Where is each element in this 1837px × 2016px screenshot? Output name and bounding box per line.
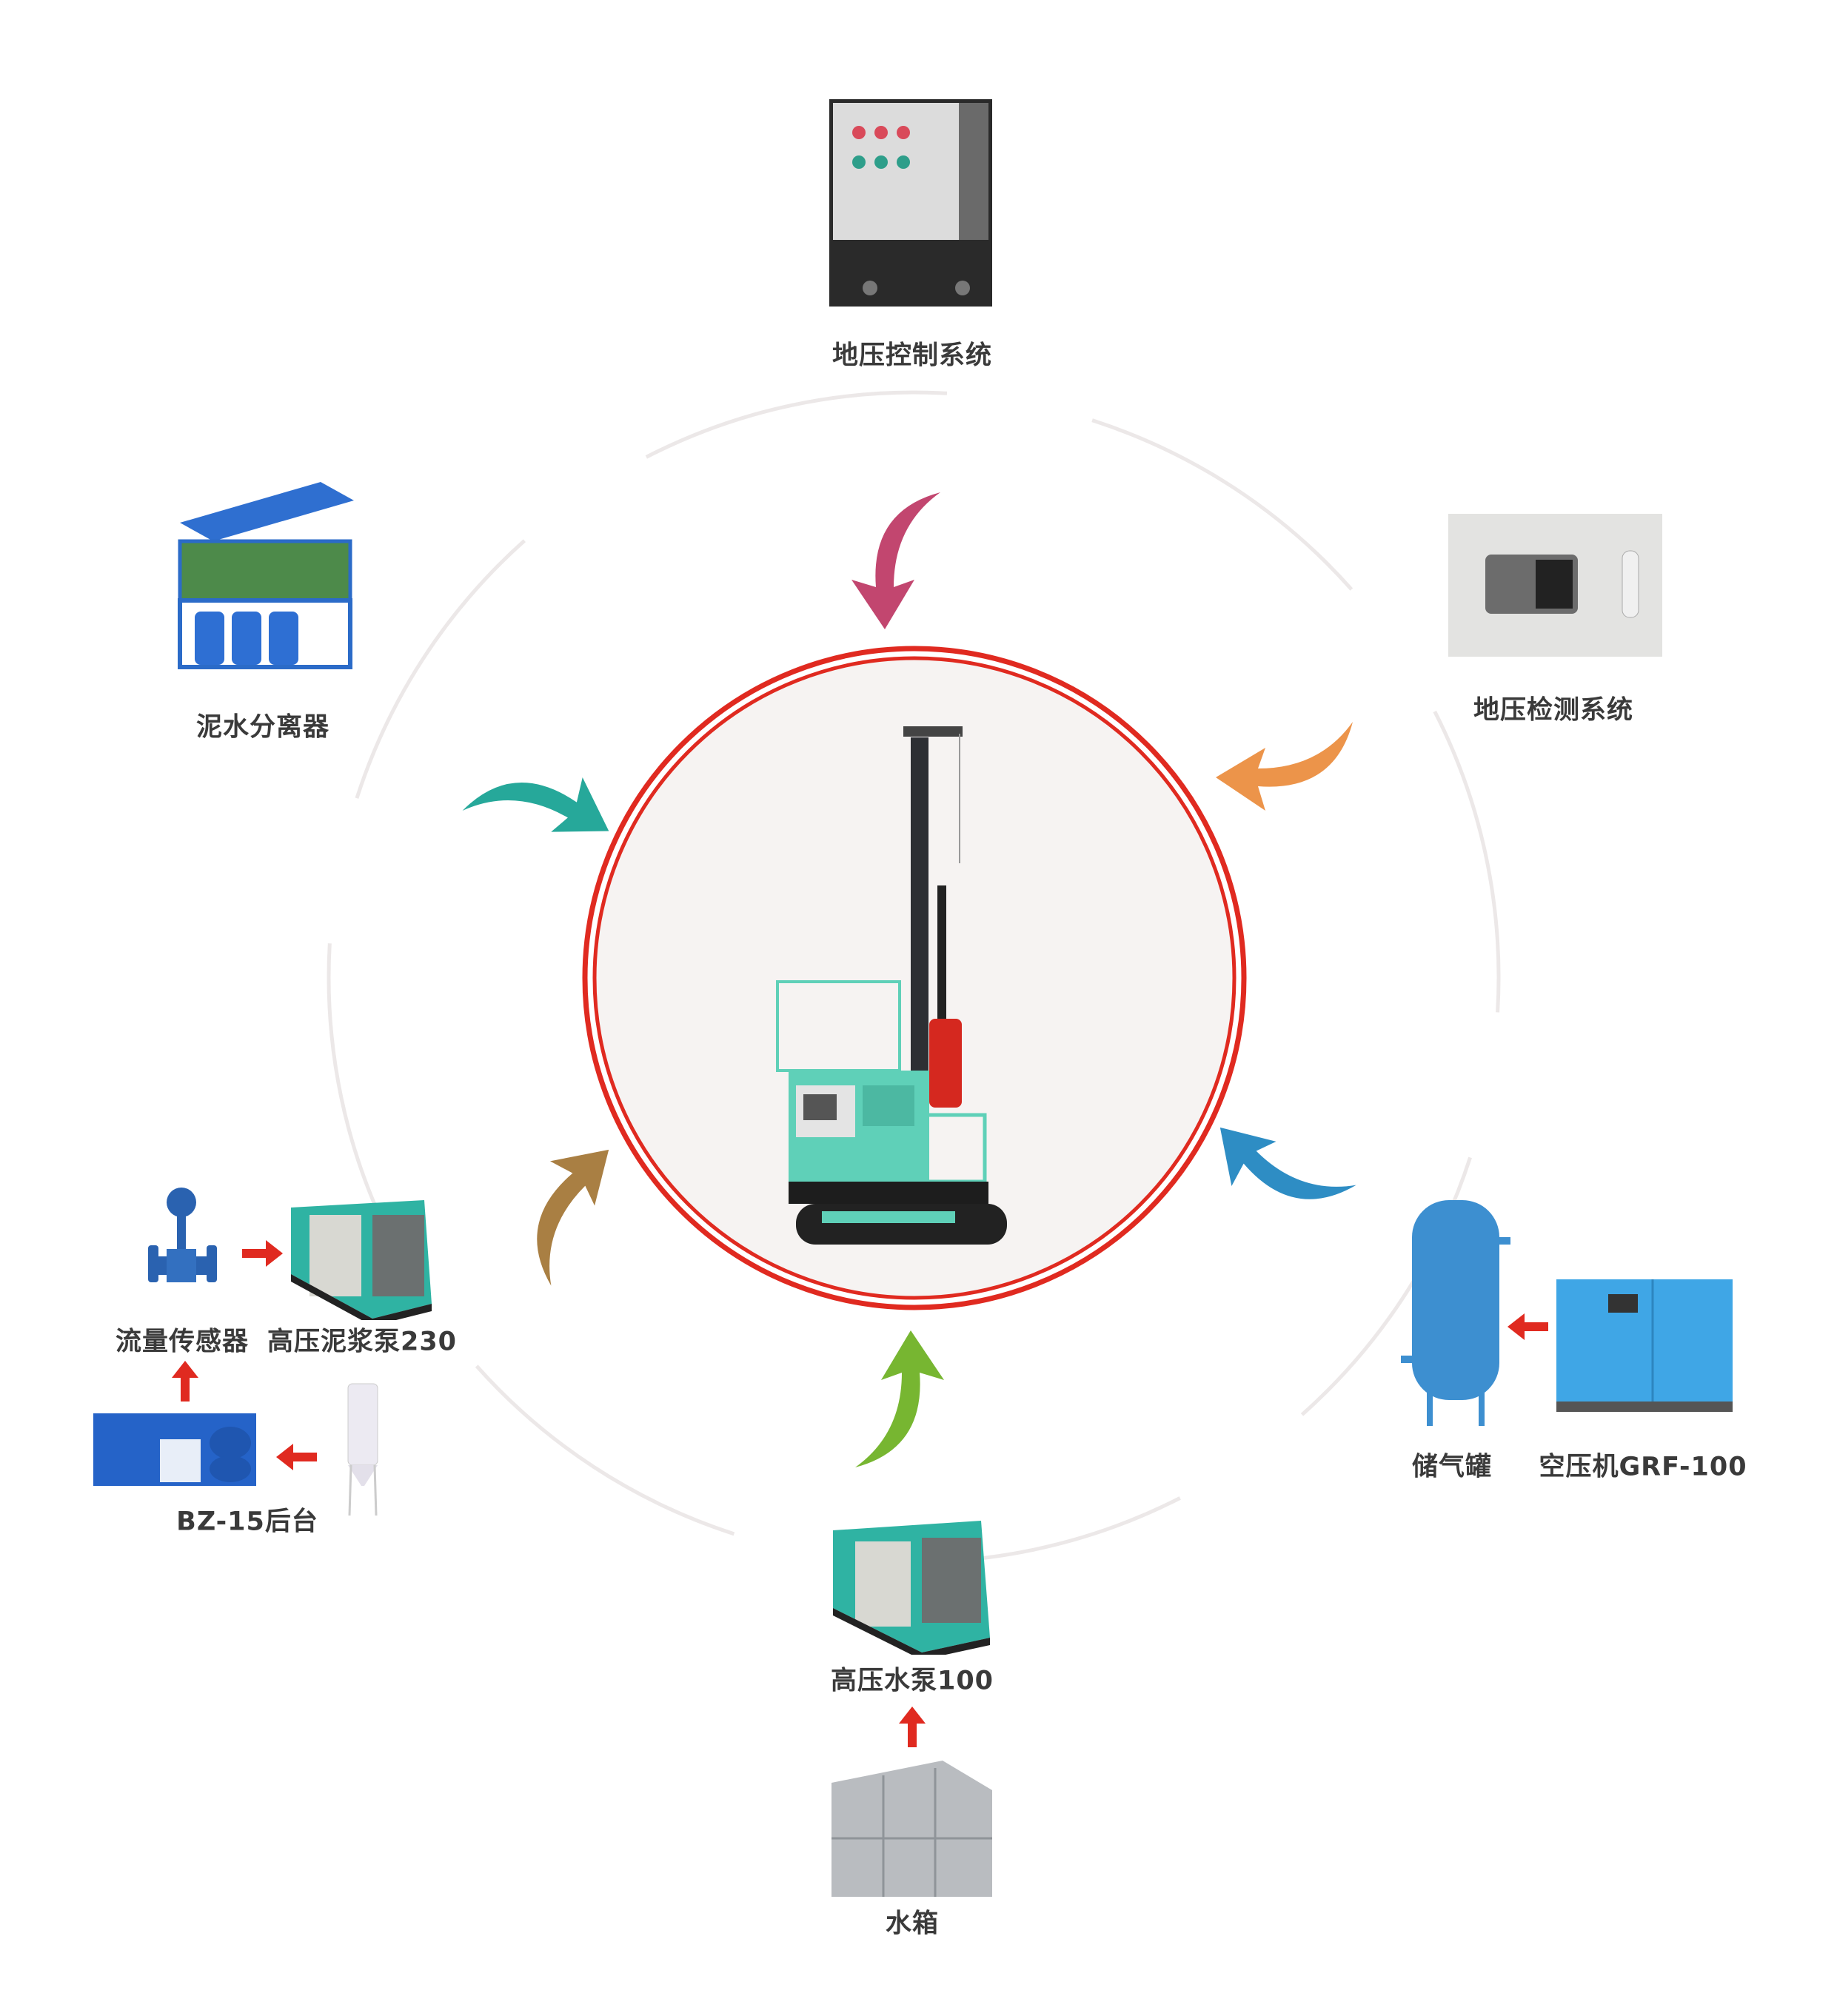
arrow-from-control	[851, 492, 940, 629]
label-ground-pressure-control: 地压控制系统	[831, 341, 993, 371]
air-tank-image	[1401, 1200, 1510, 1426]
label-ground-pressure-detection: 地压检测系统	[1473, 695, 1634, 726]
arrow-from-detection	[1216, 722, 1353, 811]
arrow-left-icon	[1508, 1313, 1548, 1340]
silo-image	[347, 1383, 378, 1516]
arrow-from-mud-pump	[537, 1149, 609, 1286]
bz15-station-image	[93, 1413, 256, 1486]
label-air-tank: 储气罐	[1411, 1452, 1493, 1482]
water-pump-100-image	[833, 1521, 990, 1655]
arrow-from-air-tank	[1219, 1127, 1356, 1199]
detection-system-image	[1448, 514, 1662, 657]
label-mud-water-separator: 泥水分离器	[195, 712, 330, 743]
arrow-right-icon	[242, 1240, 283, 1267]
drilling-rig-image	[776, 726, 1007, 1245]
air-compressor-image	[1556, 1279, 1733, 1412]
flow-sensor-image	[148, 1188, 217, 1282]
label-hp-mud-pump: 高压泥浆泵230	[267, 1327, 458, 1357]
arrow-up-icon	[172, 1361, 198, 1402]
water-tank-image	[831, 1761, 992, 1897]
control-box-image	[829, 99, 992, 307]
mud-pump-230-image	[291, 1200, 432, 1320]
label-flow-sensor: 流量传感器	[115, 1327, 250, 1357]
arrow-from-water-pump	[855, 1330, 944, 1467]
label-bz15-station: BZ-15后台	[176, 1507, 318, 1537]
arrow-left-icon	[276, 1444, 317, 1470]
label-water-tank: 水箱	[885, 1909, 940, 1939]
label-hp-water-pump: 高压水泵100	[830, 1666, 994, 1696]
label-air-compressor: 空压机GRF-100	[1539, 1452, 1747, 1482]
arrow-from-separator	[462, 777, 609, 832]
mud-separator-image	[178, 482, 354, 669]
center-circle	[582, 646, 1247, 1310]
arrow-up-icon	[899, 1707, 926, 1747]
